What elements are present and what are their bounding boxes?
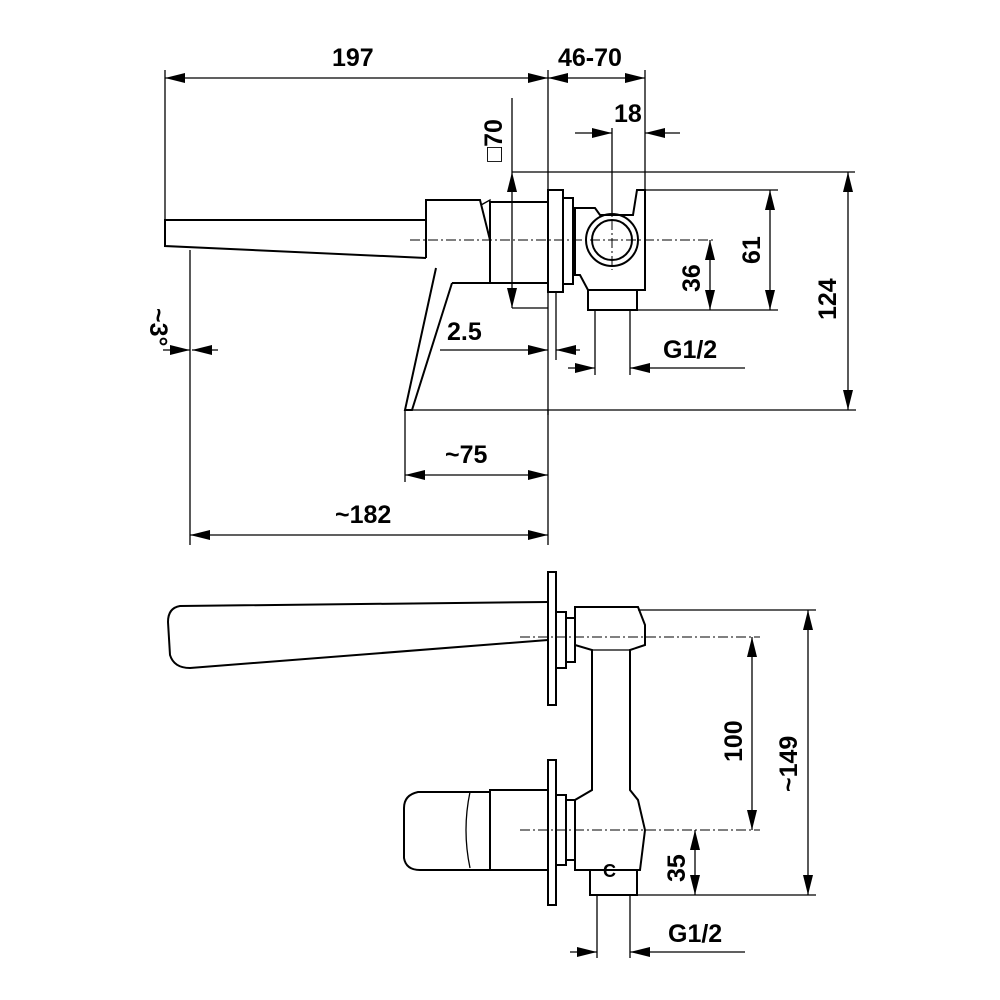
dim-75: ~75 bbox=[445, 441, 488, 469]
lever bbox=[403, 267, 453, 411]
dim-182: ~182 bbox=[335, 501, 391, 529]
dim-35: 35 bbox=[663, 854, 691, 882]
dim-angle-3: ~3° bbox=[144, 308, 172, 347]
dim-100-label: 100 bbox=[720, 720, 748, 762]
spout-outline bbox=[164, 219, 427, 259]
outlet-pipe-side bbox=[589, 869, 638, 896]
lower-plate bbox=[547, 759, 557, 906]
dim-18: 18 bbox=[614, 100, 642, 128]
dim-149: ~149 bbox=[775, 736, 803, 792]
dim-36: 36 bbox=[678, 264, 706, 292]
dim-46-70: 46-70 bbox=[558, 44, 622, 72]
dim-197: 197 bbox=[332, 44, 374, 72]
dim-2-5: 2.5 bbox=[447, 318, 482, 346]
handle-cartridge bbox=[489, 789, 549, 871]
top-view: 197 46-70 18 □70 61 36 124 2.5 bbox=[144, 44, 856, 545]
bottom-view: C 100 ~149 35 G1/2 bbox=[166, 571, 816, 958]
dim-g1-2-bottom: G1/2 bbox=[668, 920, 722, 948]
dim-124: 124 bbox=[814, 278, 842, 320]
outlet-pipe bbox=[587, 289, 638, 311]
dim-square-70: □70 bbox=[480, 119, 508, 162]
dim-61: 61 bbox=[738, 236, 766, 264]
handle-body bbox=[425, 199, 491, 284]
c-marker: C bbox=[603, 861, 616, 881]
spout-side bbox=[166, 601, 549, 670]
upper-plate bbox=[547, 571, 557, 706]
cap bbox=[489, 201, 549, 284]
lever-side bbox=[403, 791, 490, 871]
dim-g1-2-top: G1/2 bbox=[663, 336, 717, 364]
valve-body-side bbox=[574, 606, 647, 871]
flange bbox=[547, 189, 564, 293]
